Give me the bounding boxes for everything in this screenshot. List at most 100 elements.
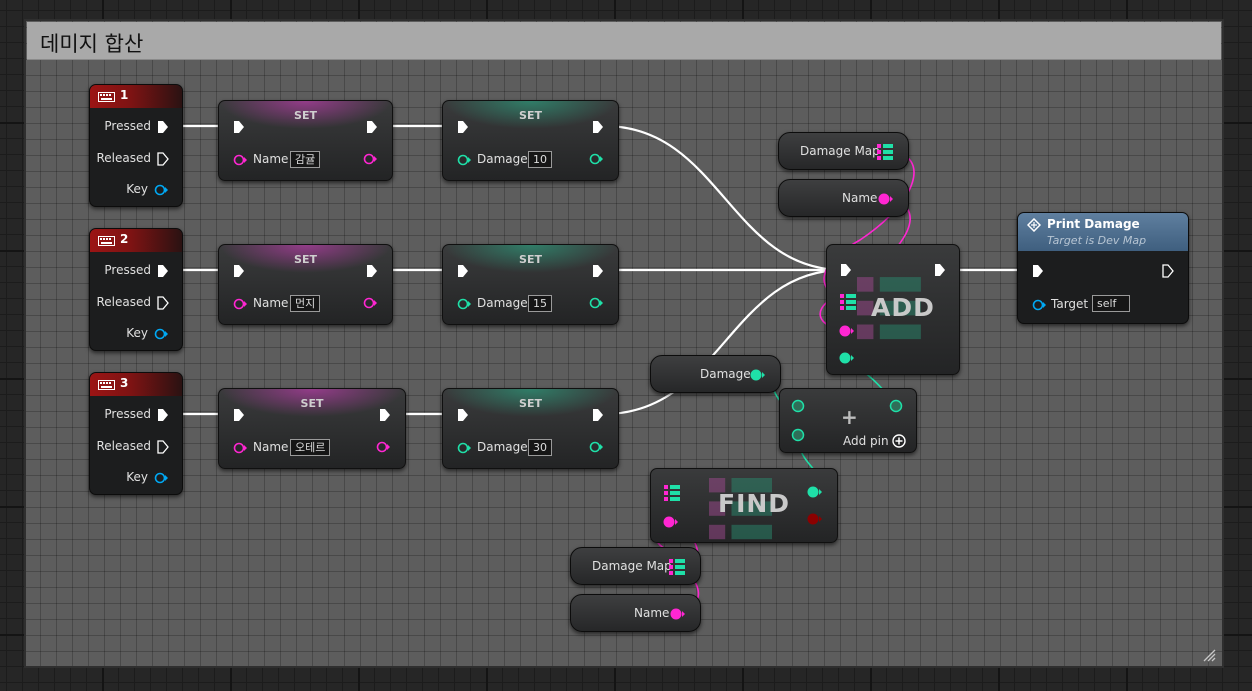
set-header — [219, 101, 392, 129]
name-in-pin-icon[interactable] — [233, 442, 247, 454]
exec-out-pin-icon[interactable] — [934, 263, 946, 277]
int-in-pin-a-icon[interactable] — [791, 399, 805, 413]
name-value-field[interactable]: 감귤 — [290, 151, 321, 168]
exec-out-pin-icon[interactable] — [366, 264, 378, 278]
map-add-node[interactable]: ADD — [826, 244, 960, 375]
print-damage-node[interactable]: Print Damage Target is Dev Map Target se… — [1017, 212, 1189, 324]
name-label: Name — [253, 152, 289, 166]
map-find-node[interactable]: FIND — [650, 468, 838, 543]
target-pin-icon[interactable] — [1032, 299, 1046, 311]
name-pin-icon[interactable] — [670, 608, 686, 620]
name-in-pin-icon[interactable] — [233, 298, 247, 310]
exec-out-pin-outline-icon[interactable] — [1162, 264, 1174, 278]
exec-pin-outline-icon[interactable] — [157, 440, 169, 454]
getter-label: Damage — [700, 367, 751, 381]
exec-in-pin-icon[interactable] — [457, 264, 469, 278]
function-icon — [1027, 218, 1041, 232]
name-label: Name — [253, 440, 289, 454]
exec-in-pin-icon[interactable] — [457, 408, 469, 422]
key-event-node-3[interactable]: 3 Pressed Released Key — [89, 372, 183, 495]
exec-pin-filled-icon[interactable] — [157, 120, 169, 134]
getter-label: Name — [842, 191, 878, 205]
exec-in-pin-icon[interactable] — [233, 120, 245, 134]
set-damage-node-3[interactable]: SET Damage 30 — [442, 388, 619, 469]
resize-handle-icon[interactable] — [1202, 648, 1216, 662]
exec-out-pin-icon[interactable] — [592, 120, 604, 134]
damage-map-getter-bottom[interactable]: Damage Map — [570, 547, 701, 585]
name-getter-top[interactable]: Name — [778, 179, 909, 217]
exec-in-pin-icon[interactable] — [233, 408, 245, 422]
set-title: SET — [294, 253, 317, 266]
add-pin-plus-icon[interactable] — [892, 434, 906, 448]
damage-value-field[interactable]: 10 — [528, 151, 552, 168]
damage-in-pin-icon[interactable] — [457, 442, 471, 454]
map-in-pin-icon[interactable] — [664, 485, 680, 501]
damage-value-field[interactable]: 15 — [528, 295, 552, 312]
damage-getter[interactable]: Damage — [650, 355, 781, 393]
set-name-node-3[interactable]: SET Name 오테르 — [218, 388, 406, 469]
key-label: Key — [126, 182, 148, 196]
map-pin-icon[interactable] — [877, 144, 893, 160]
pressed-label: Pressed — [104, 119, 151, 133]
set-damage-node-2[interactable]: SET Damage 15 — [442, 244, 619, 325]
name-in-pin-icon[interactable] — [233, 154, 247, 166]
target-label: Target — [1051, 297, 1089, 311]
set-title: SET — [519, 253, 542, 266]
exec-in-pin-icon[interactable] — [233, 264, 245, 278]
exec-pin-outline-icon[interactable] — [157, 152, 169, 166]
key-in-pin-icon[interactable] — [839, 325, 855, 337]
name-pin-icon[interactable] — [878, 193, 894, 205]
exec-out-pin-icon[interactable] — [379, 408, 391, 422]
name-out-pin-icon[interactable] — [363, 297, 377, 309]
target-value-field[interactable]: self — [1092, 295, 1130, 312]
value-out-pin-icon[interactable] — [807, 486, 823, 498]
damage-map-getter-top[interactable]: Damage Map — [778, 132, 909, 170]
damage-out-pin-icon[interactable] — [589, 297, 603, 309]
key-pin-icon[interactable] — [154, 472, 168, 484]
int-pin-icon[interactable] — [750, 369, 766, 381]
int-add-node[interactable]: + Add pin — [779, 388, 917, 453]
exec-in-pin-icon[interactable] — [1032, 264, 1044, 278]
exec-out-pin-icon[interactable] — [592, 264, 604, 278]
exec-pin-filled-icon[interactable] — [157, 264, 169, 278]
damage-value-field[interactable]: 30 — [528, 439, 552, 456]
int-in-pin-b-icon[interactable] — [791, 428, 805, 442]
name-out-pin-icon[interactable] — [376, 441, 390, 453]
name-value-field[interactable]: 오테르 — [290, 439, 331, 456]
damage-in-pin-icon[interactable] — [457, 154, 471, 166]
set-name-node-2[interactable]: SET Name 먼지 — [218, 244, 393, 325]
map-pin-icon[interactable] — [669, 559, 685, 575]
exec-in-pin-icon[interactable] — [840, 263, 852, 277]
set-damage-node-1[interactable]: SET Damage 10 — [442, 100, 619, 181]
bool-out-pin-icon[interactable] — [807, 513, 823, 525]
event-header: 1 — [90, 85, 182, 108]
add-background-icon — [857, 277, 921, 340]
exec-in-pin-icon[interactable] — [457, 120, 469, 134]
name-value-field[interactable]: 먼지 — [290, 295, 321, 312]
key-pin-icon[interactable] — [154, 328, 168, 340]
getter-label: Damage Map — [800, 144, 880, 158]
released-label: Released — [96, 151, 151, 165]
damage-out-pin-icon[interactable] — [589, 441, 603, 453]
set-header — [443, 101, 618, 129]
damage-in-pin-icon[interactable] — [457, 298, 471, 310]
key-in-pin-icon[interactable] — [663, 516, 679, 528]
damage-out-pin-icon[interactable] — [589, 153, 603, 165]
set-name-node-1[interactable]: SET Name 감귤 — [218, 100, 393, 181]
key-event-node-2[interactable]: 2 Pressed Released Key — [89, 228, 183, 351]
set-header — [443, 389, 618, 417]
key-event-node-1[interactable]: 1 Pressed Released Key — [89, 84, 183, 207]
exec-out-pin-icon[interactable] — [366, 120, 378, 134]
name-out-pin-icon[interactable] — [363, 153, 377, 165]
set-header — [219, 389, 405, 417]
int-out-pin-icon[interactable] — [889, 399, 903, 413]
exec-pin-filled-icon[interactable] — [157, 408, 169, 422]
key-pin-icon[interactable] — [154, 184, 168, 196]
map-in-pin-icon[interactable] — [840, 294, 856, 310]
exec-pin-outline-icon[interactable] — [157, 296, 169, 310]
value-in-pin-icon[interactable] — [839, 352, 855, 364]
add-pin-label[interactable]: Add pin — [843, 434, 889, 448]
comment-title-bar[interactable]: 데미지 합산 — [27, 22, 1221, 60]
exec-out-pin-icon[interactable] — [592, 408, 604, 422]
name-getter-bottom[interactable]: Name — [570, 594, 701, 632]
